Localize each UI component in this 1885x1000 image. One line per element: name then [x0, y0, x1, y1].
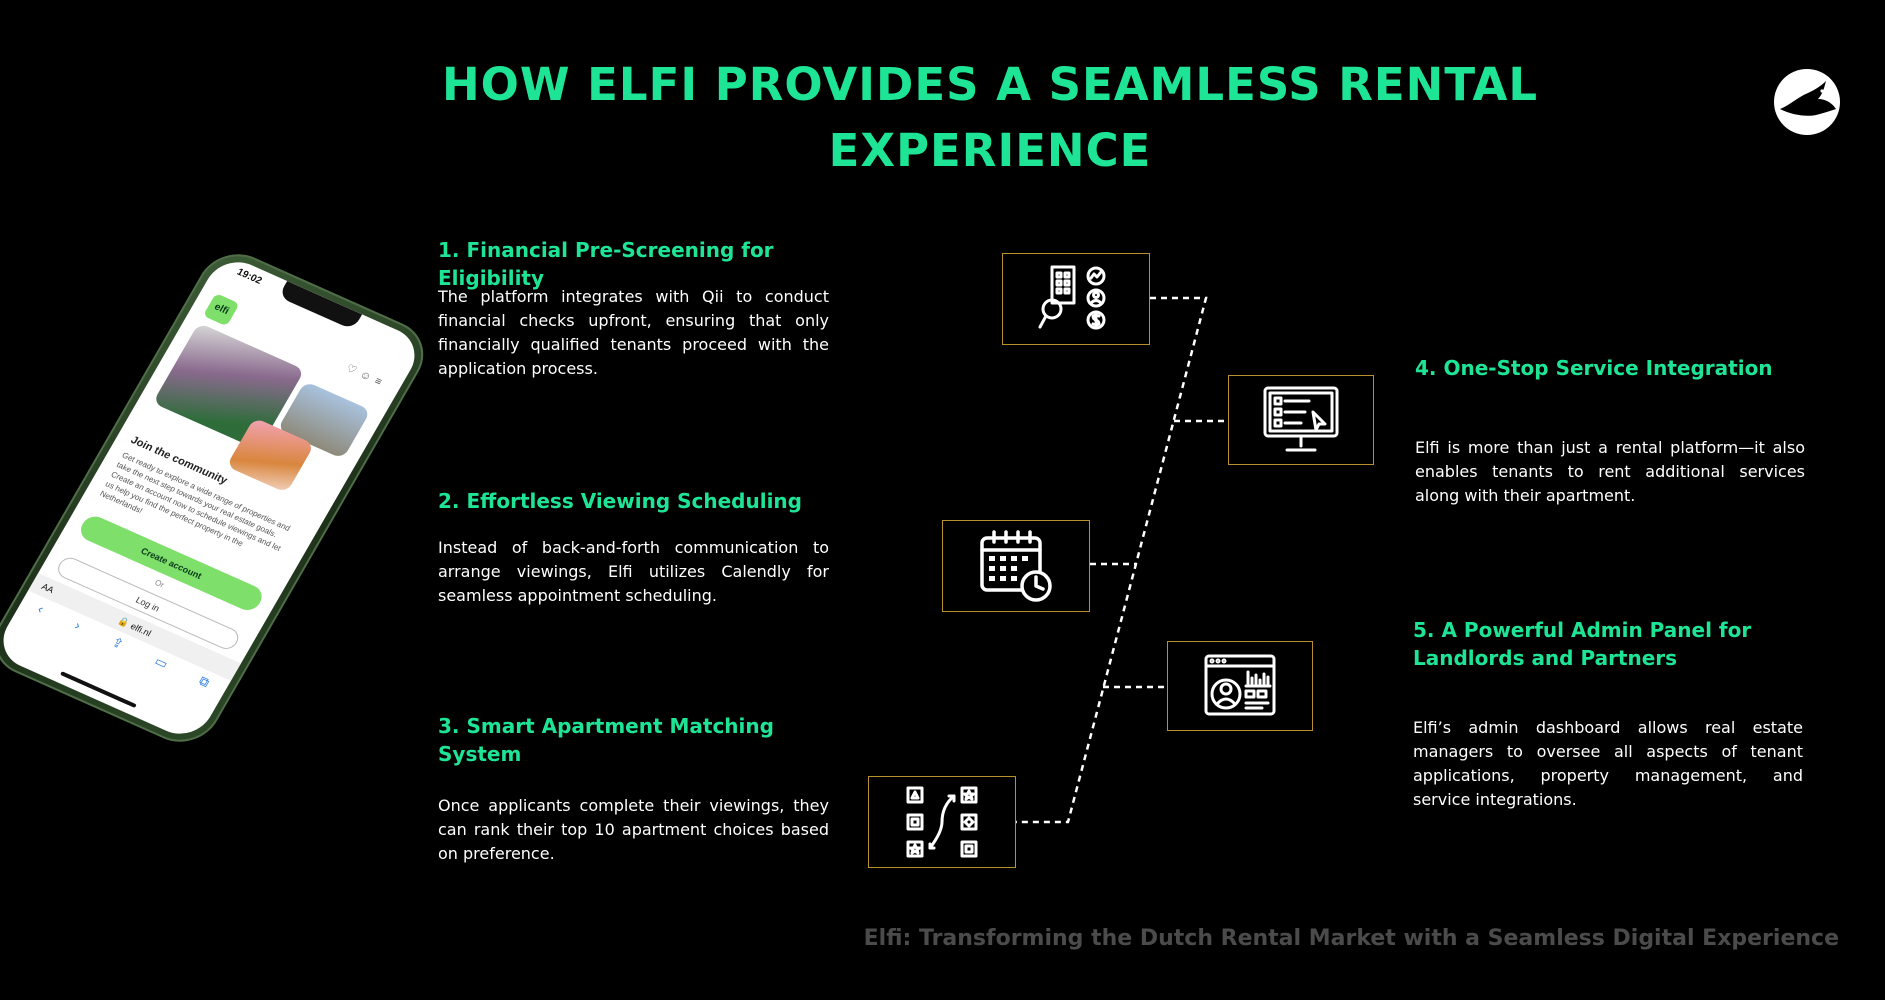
home-indicator	[59, 671, 137, 708]
page-title-line-1: HOW ELFI PROVIDES A SEAMLESS RENTAL	[441, 58, 1539, 111]
section-1-heading: 1. Financial Pre-Screening for Eligibili…	[438, 238, 774, 290]
calendar-clock-box	[942, 520, 1090, 612]
financial-screening-icon	[1038, 265, 1106, 330]
browser-url-value: elfi.nl	[128, 621, 153, 639]
share-icon[interactable]: ⇪	[109, 634, 127, 652]
bookmarks-icon[interactable]: ▭	[152, 653, 171, 672]
admin-dashboard-icon	[1204, 654, 1276, 716]
section-5-body: Elfi’s admin dashboard allows real estat…	[1413, 718, 1803, 809]
phone-app-logo: elfi	[202, 293, 240, 327]
forward-icon[interactable]: ›	[72, 617, 84, 633]
phone-screen: 19:02 elfi ♡☺≡ Join the community Get re…	[0, 252, 427, 744]
section-3-heading: 3. Smart Apartment Matching System	[438, 714, 774, 766]
calendar-clock-icon	[980, 530, 1052, 602]
phone-header-icons: ♡☺≡	[344, 362, 389, 391]
section-5-heading: 5. A Powerful Admin Panel for Landlords …	[1413, 618, 1752, 670]
monitor-checklist-box	[1228, 375, 1374, 465]
phone-notch	[278, 281, 363, 331]
page-title: HOW ELFI PROVIDES A SEAMLESS RENTAL EXPE…	[420, 52, 1560, 184]
section-3-body: Once applicants complete their viewings,…	[438, 796, 829, 863]
ranking-matching-icon	[906, 786, 978, 858]
phone-mockup: 19:02 elfi ♡☺≡ Join the community Get re…	[0, 242, 438, 754]
section-4-body: Elfi is more than just a rental platform…	[1415, 438, 1805, 505]
back-icon[interactable]: ‹	[35, 601, 47, 617]
financial-screening-box	[1002, 253, 1150, 345]
tabs-icon[interactable]: ⧉	[196, 673, 213, 690]
monitor-checklist-icon	[1263, 386, 1339, 452]
section-2-heading: 2. Effortless Viewing Scheduling	[438, 489, 802, 513]
admin-dashboard-box	[1167, 641, 1313, 731]
footer-caption: Elfi: Transforming the Dutch Rental Mark…	[863, 926, 1839, 951]
ranking-matching-box	[868, 776, 1016, 868]
section-2-body: Instead of back-and-forth communication …	[438, 538, 829, 605]
section-4-heading: 4. One-Stop Service Integration	[1415, 356, 1773, 380]
phone-time: 19:02	[234, 266, 264, 287]
elfi-bird-logo-icon	[1774, 69, 1840, 135]
phone-frame: 19:02 elfi ♡☺≡ Join the community Get re…	[0, 242, 438, 754]
section-1-body: The platform integrates with Qii to cond…	[438, 287, 829, 378]
page-title-line-2: EXPERIENCE	[828, 124, 1152, 177]
